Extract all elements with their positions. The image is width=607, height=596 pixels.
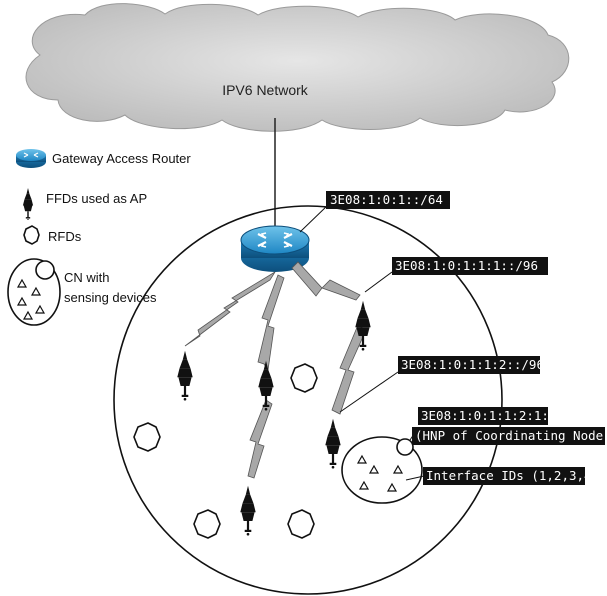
network-area-circle <box>113 205 503 595</box>
router-prefix: 3E08:1:0:1::/64 <box>330 192 443 207</box>
rfd-icon <box>193 509 221 539</box>
ffd-ap-icon <box>177 350 193 401</box>
coordinating-node-cluster <box>341 436 423 504</box>
ap-right-prefix: 3E08:1:0:1:1:1::/96 <box>395 258 538 273</box>
legend-rfd-icon <box>23 225 40 245</box>
interface-ids-label: Interface IDs (1,2,3,4) <box>426 468 599 483</box>
ipv6-cloud: IPV6 Network <box>25 3 570 132</box>
cn-hnp-note: (HNP of Coordinating Node) <box>415 428 607 443</box>
legend-rfd-label: RFDs <box>48 229 82 244</box>
gateway-router-icon <box>240 225 310 272</box>
legend-cn-icon <box>7 258 61 326</box>
wireless-links <box>184 261 367 479</box>
legend-ffd-label: FFDs used as AP <box>46 191 147 206</box>
legend-router-icon <box>16 149 46 168</box>
rfd-icon <box>287 509 315 539</box>
ffd-ap-icon <box>325 418 341 469</box>
rfd-nodes <box>133 363 318 539</box>
ffd-ap-icon <box>240 485 256 536</box>
legend-cn-label-1: CN with <box>64 270 110 285</box>
legend-ffd-icon <box>22 188 34 220</box>
cn-hnp-prefix: 3E08:1:0:1:1:2:1:: <box>421 408 556 423</box>
rfd-icon <box>290 363 318 393</box>
legend-cn-label-2: sensing devices <box>64 290 157 305</box>
rfd-icon <box>133 422 161 452</box>
ap-mid-prefix: 3E08:1:0:1:1:2::/96 <box>401 357 544 372</box>
ffd-ap-icon <box>258 360 274 411</box>
legend-gateway-label: Gateway Access Router <box>52 151 191 166</box>
legend: Gateway Access Router FFDs used as AP RF… <box>7 149 191 326</box>
cloud-label: IPV6 Network <box>222 82 309 98</box>
